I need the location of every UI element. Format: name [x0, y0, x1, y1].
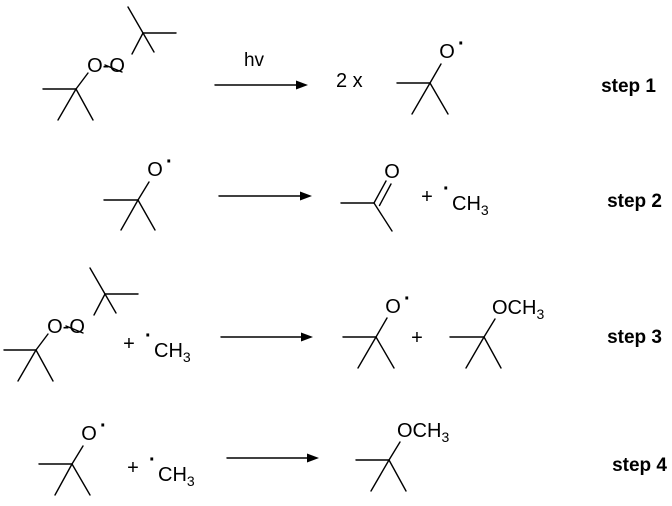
- step-3-methyl-label: CH3: [154, 340, 191, 365]
- step-4-arrow: [226, 453, 319, 463]
- step-2-arrow: [218, 191, 312, 201]
- step-1-oxygen-label: O: [439, 41, 455, 63]
- step-1-coefficient: 2 x: [336, 70, 363, 92]
- step-1-arrow: hv: [214, 50, 308, 90]
- step-1-product-tert-butoxy-radical: O ·: [396, 33, 465, 115]
- step-1-peroxide-label: O-O: [87, 55, 125, 77]
- radical-dot: ·: [458, 33, 465, 55]
- step-3-product-tert-butoxy-radical: O ·: [342, 288, 411, 369]
- step-2-label: step 2: [607, 191, 662, 212]
- radical-dot: ·: [145, 325, 152, 347]
- step-3-peroxide-label: O-O: [47, 316, 85, 338]
- radical-dot: ·: [443, 178, 450, 200]
- step-3-ether-label: OCH3: [492, 297, 544, 322]
- step-3-oxygen-label: O: [385, 296, 401, 318]
- radical-dot: ·: [100, 415, 107, 437]
- step-4-plus: +: [127, 457, 139, 479]
- step-4-reactant-methyl-radical: · CH3: [149, 449, 195, 489]
- step-2-oxygen-label: O: [147, 159, 163, 181]
- step-3-product-methyl-ether: OCH3: [449, 297, 544, 369]
- step-4-product-methyl-ether: OCH3: [355, 420, 449, 492]
- step-4-methyl-label: CH3: [158, 464, 195, 489]
- step-2-product-methyl-radical: · CH3: [443, 178, 489, 218]
- step-2-product-acetone: O: [340, 161, 400, 232]
- step-4: O · + · CH3 OCH3 step 4: [38, 415, 667, 496]
- step-1-label: step 1: [601, 76, 656, 97]
- step-2-carbonyl-oxygen-label: O: [384, 161, 400, 183]
- step-3-plus-reactants: +: [123, 333, 135, 355]
- step-4-reactant-tert-butoxy-radical: O ·: [38, 415, 107, 496]
- step-1: O-O hv 2 x O · step 1: [42, 6, 656, 121]
- step-3-arrow: [220, 332, 313, 342]
- step-1-reactant-peroxide: O-O: [42, 6, 177, 121]
- step-4-label: step 4: [612, 455, 667, 476]
- step-4-ether-label: OCH3: [397, 420, 449, 445]
- step-3-plus-products: +: [411, 327, 423, 349]
- radical-dot: ·: [149, 449, 156, 471]
- radical-dot: ·: [166, 151, 173, 173]
- step-3: O-O + · CH3 O · + OCH3 step 3: [3, 267, 662, 382]
- step-2-reactant-tert-butoxy-radical: O ·: [103, 151, 173, 231]
- step-1-condition-label: hv: [244, 50, 265, 71]
- step-4-oxygen-label: O: [81, 423, 97, 445]
- step-2-methyl-label: CH3: [452, 193, 489, 218]
- radical-dot: ·: [404, 288, 411, 310]
- step-2-plus: +: [421, 186, 433, 208]
- step-3-reactant-peroxide: O-O: [3, 267, 139, 382]
- step-3-label: step 3: [607, 327, 662, 348]
- step-2: O · O + · CH3 step 2: [103, 151, 662, 232]
- step-3-reactant-methyl-radical: · CH3: [145, 325, 191, 365]
